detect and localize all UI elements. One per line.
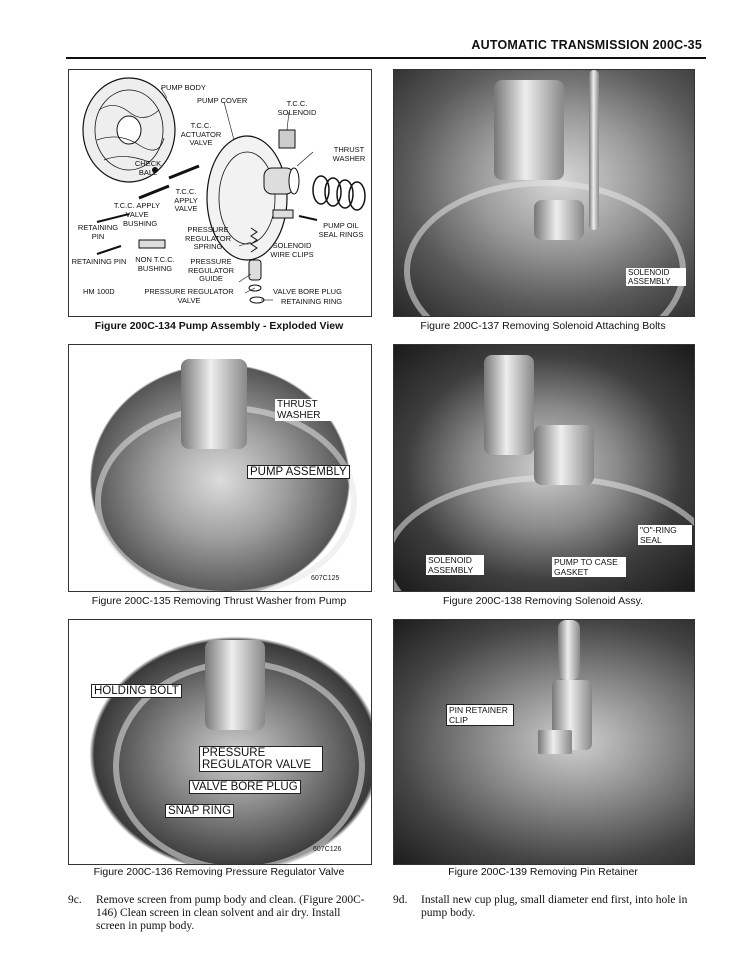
label-pressure-reg-valve: PRESSURE REGULATOR VALVE (144, 287, 234, 305)
photo-136 (69, 620, 371, 864)
figure-135-photo: THRUST WASHER PUMP ASSEMBLY 607C125 (68, 344, 372, 592)
label-snap-ring-136: SNAP RING (165, 804, 235, 818)
label-pump-case-gasket-138: PUMP TO CASE GASKET (552, 557, 626, 577)
label-retaining-pin-1: RETAINING PIN (77, 223, 119, 241)
header-rule (66, 57, 706, 59)
label-pump-cover: PUMP COVER (197, 96, 248, 105)
label-pressure-reg-guide: PRESSURE REGULATOR GUIDE (188, 257, 234, 283)
label-tcc-apply-valve-left: T.C.C. APPLY VALVE (113, 201, 161, 219)
label-retaining-pin-2: RETAINING PIN (71, 257, 127, 266)
photo-139 (394, 620, 694, 864)
caption-138: Figure 200C-138 Removing Solenoid Assy. (443, 595, 643, 607)
code-136: 607C126 (313, 846, 342, 853)
code-135: 607C125 (311, 575, 340, 582)
label-pump-assembly-135: PUMP ASSEMBLY (247, 465, 350, 479)
caption-137: Figure 200C-137 Removing Solenoid Attach… (420, 320, 666, 332)
label-pressure-reg-spring: PRESSURE REGULATOR SPRING (185, 225, 231, 251)
label-hm100d: HM 100D (83, 287, 115, 296)
label-pressure-regulator-valve-136: PRESSURE REGULATOR VALVE (199, 746, 323, 772)
label-non-tcc-bushing: NON T.C.C. BUSHING (135, 255, 175, 273)
figure-136-photo: HOLDING BOLT PRESSURE REGULATOR VALVE VA… (68, 619, 372, 865)
step-9d-number: 9d. (393, 894, 408, 906)
caption-136: Figure 200C-136 Removing Pressure Regula… (93, 866, 345, 878)
label-pump-oil-seal: PUMP OIL SEAL RINGS (318, 221, 364, 239)
figure-137-photo: SOLENOID ASSEMBLY (393, 69, 695, 317)
label-pin-retainer-clip-139: PIN RETAINER CLIP (446, 704, 514, 726)
label-valve-bore-plug-136: VALVE BORE PLUG (189, 780, 301, 794)
step-9c: 9c. Remove screen from pump body and cle… (68, 894, 370, 938)
label-tcc-actuator: T.C.C. ACTUATOR VALVE (180, 121, 222, 147)
photo-138 (394, 345, 694, 591)
caption-135: Figure 200C-135 Removing Thrust Washer f… (91, 595, 347, 607)
step-9d: 9d. Install new cup plug, small diameter… (393, 894, 693, 924)
step-9d-text: Install new cup plug, small diameter end… (421, 894, 688, 919)
figure-138-photo: "O"-RING SEAL SOLENOID ASSEMBLY PUMP TO … (393, 344, 695, 592)
label-oring-seal-138: "O"-RING SEAL (638, 525, 692, 545)
label-pump-body: PUMP BODY (161, 83, 206, 92)
label-holding-bolt-136: HOLDING BOLT (91, 684, 182, 698)
step-9c-text: Remove screen from pump body and clean. … (96, 894, 365, 932)
caption-134: Figure 200C-134 Pump Assembly - Exploded… (94, 320, 344, 332)
page-header: AUTOMATIC TRANSMISSION 200C-35 (471, 38, 702, 52)
figure-134-diagram: PUMP BODY PUMP COVER T.C.C. SOLENOID T.C… (68, 69, 372, 317)
label-bushing: BUSHING (123, 219, 158, 228)
label-check-ball: CHECK BALL (134, 159, 162, 177)
label-thrust-washer-135: THRUST WASHER (275, 399, 335, 421)
label-thrust-washer: THRUST WASHER (332, 145, 366, 163)
exploded-pump-drawing (82, 77, 366, 304)
label-solenoid-wire-clips: SOLENOID WIRE CLIPS (270, 241, 314, 259)
label-tcc-solenoid: T.C.C. SOLENOID (277, 99, 317, 117)
caption-139: Figure 200C-139 Removing Pin Retainer (448, 866, 638, 878)
step-9c-number: 9c. (68, 894, 82, 906)
label-retaining-ring: RETAINING RING (281, 297, 343, 306)
label-solenoid-assembly-138: SOLENOID ASSEMBLY (426, 555, 484, 575)
figure-139-photo: PIN RETAINER CLIP (393, 619, 695, 865)
label-solenoid-assembly-137: SOLENOID ASSEMBLY (626, 268, 686, 286)
label-valve-bore-plug: VALVE BORE PLUG (273, 287, 342, 296)
label-tcc-apply-valve-right: T.C.C. APPLY VALVE (174, 187, 198, 213)
